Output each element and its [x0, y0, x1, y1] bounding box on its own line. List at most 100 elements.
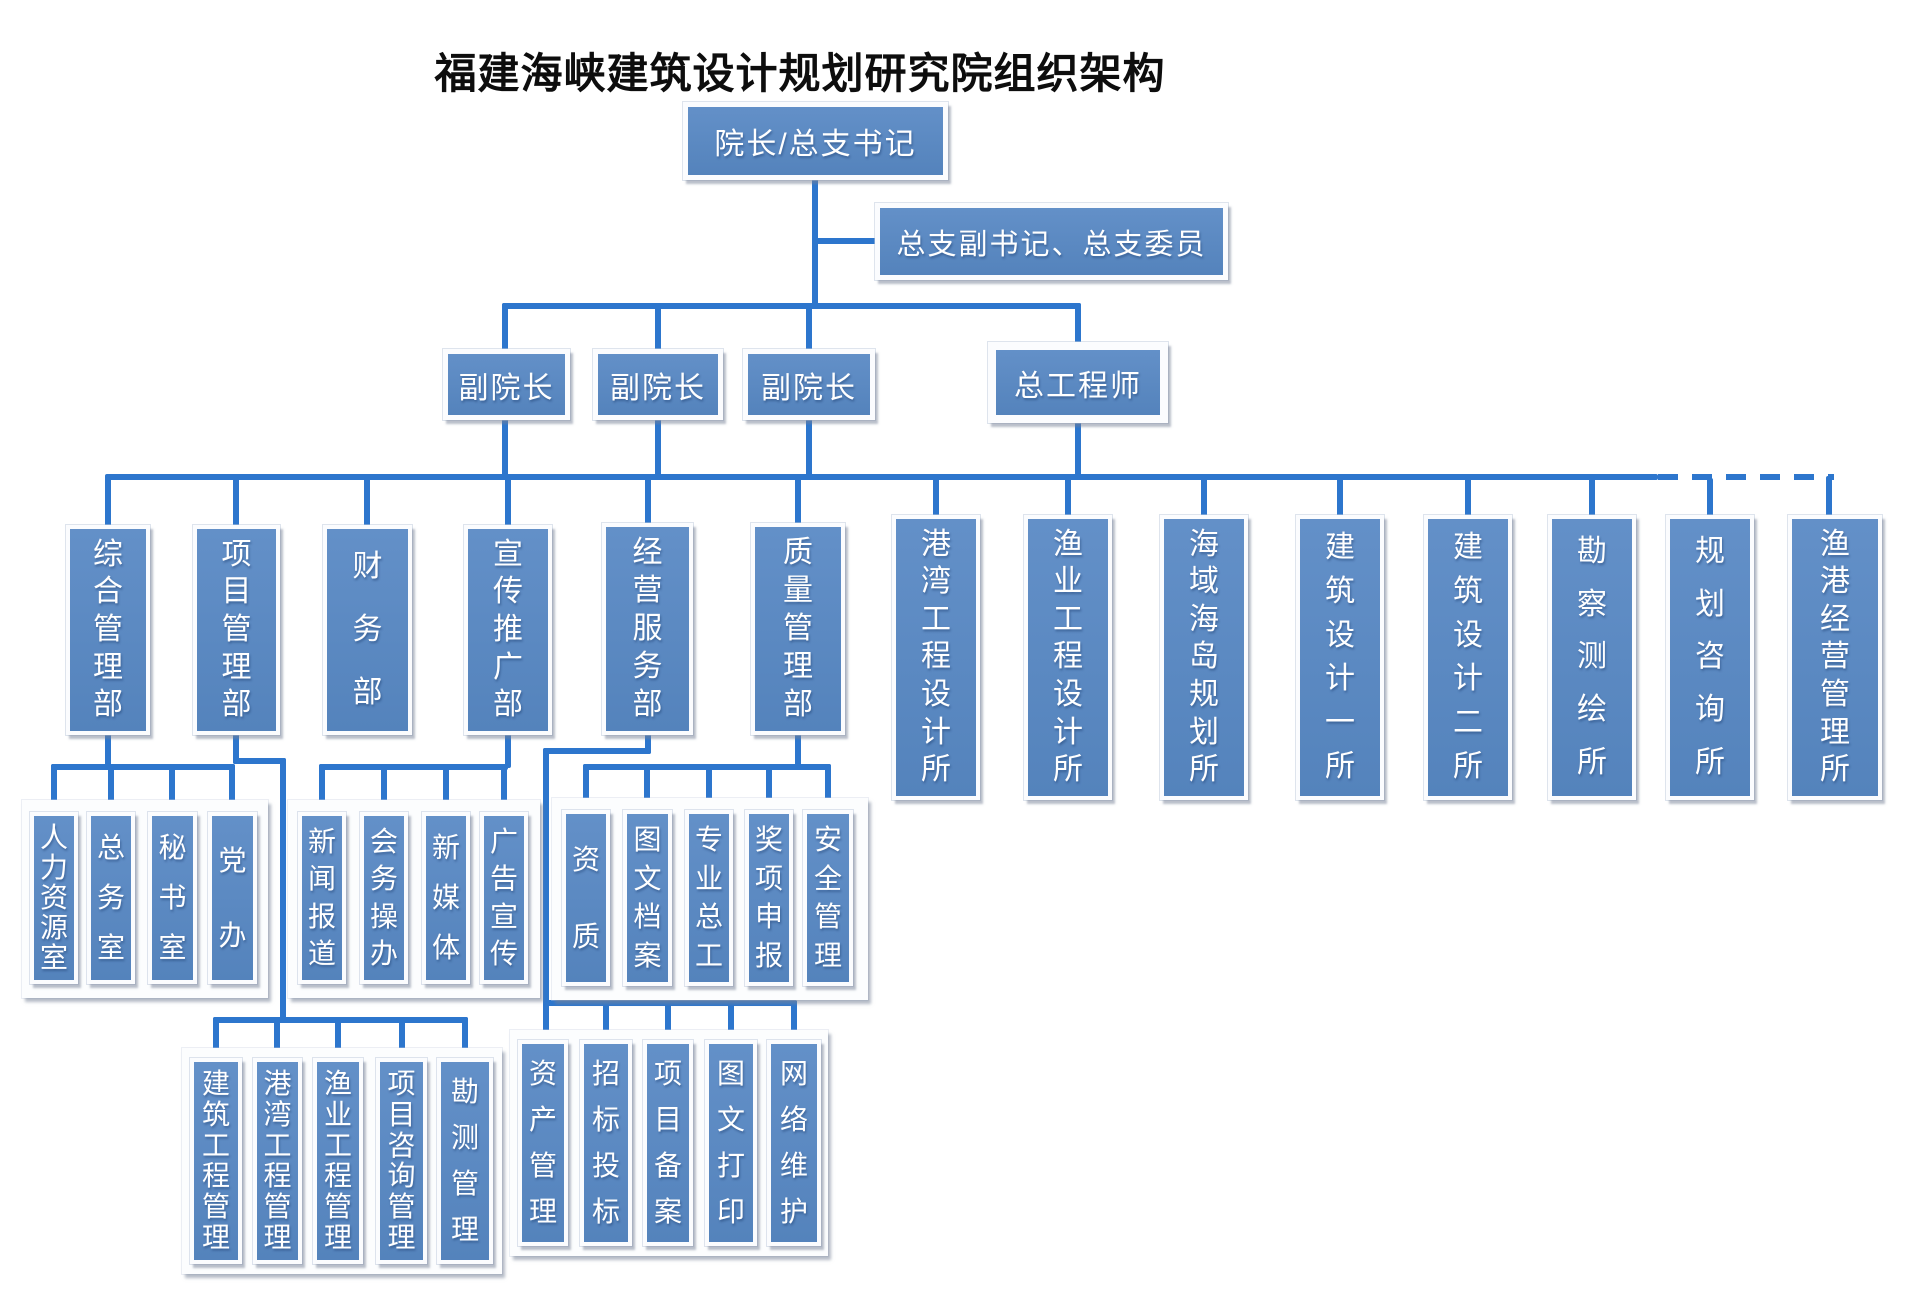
office-safety-management-label: 安全管理: [813, 824, 842, 971]
inst-architectural-design-2-label: 建筑设计二所: [1453, 530, 1483, 784]
inst-harbor-engineering-design-label: 港湾工程设计所: [921, 527, 951, 787]
connector-line: [1075, 421, 1081, 480]
office-new-media-label: 新媒体: [431, 832, 460, 963]
box-party-committee-label: 总支副书记、总支委员: [896, 228, 1207, 261]
connector-line: [233, 758, 286, 764]
office-secretary: 秘书室: [148, 812, 197, 984]
office-party-affairs-label: 党办: [218, 844, 247, 951]
connector-line: [105, 474, 1658, 480]
office-general-affairs-label: 总务室: [96, 832, 125, 963]
office-network-maintenance: 网络维护: [767, 1040, 821, 1246]
connector-line: [1589, 477, 1595, 518]
office-chief-professional-label: 专业总工: [694, 824, 723, 971]
connector-line: [381, 764, 387, 814]
connector-line: [502, 303, 1081, 309]
office-news-report-label: 新闻报道: [307, 825, 336, 970]
dept-finance: 财务部: [323, 525, 412, 735]
connector-dashed-line: [1658, 474, 1834, 480]
box-vice-president-3: 副院长: [743, 349, 875, 420]
connector-line: [462, 1017, 468, 1062]
connector-line: [1707, 478, 1713, 518]
connector-line: [543, 748, 549, 1042]
connector-line: [105, 477, 111, 528]
office-construction-project-management: 建筑工程管理: [190, 1058, 242, 1264]
office-qualification-label: 资质: [571, 843, 600, 952]
box-vice-president-3-label: 副院长: [761, 371, 857, 405]
office-document-archive: 图文档案: [623, 810, 672, 986]
connector-line: [644, 764, 650, 812]
connector-line: [51, 764, 235, 770]
box-director-label: 院长/总支书记: [714, 128, 917, 161]
office-asset-management: 资产管理: [518, 1040, 568, 1246]
connector-line: [603, 1000, 609, 1042]
connector-line: [51, 764, 57, 814]
office-hr-label: 人力资源室: [39, 822, 68, 973]
inst-fishing-port-management-label: 渔港经营管理所: [1820, 527, 1850, 787]
connector-line: [399, 1017, 405, 1062]
office-conference-organization: 会务操办: [360, 812, 408, 984]
office-project-filing-label: 项目备案: [653, 1058, 682, 1227]
inst-fishing-port-management: 渔港经营管理所: [1788, 515, 1882, 800]
inst-harbor-engineering-design: 港湾工程设计所: [892, 515, 980, 800]
inst-architectural-design-2: 建筑设计二所: [1424, 515, 1512, 800]
office-news-report: 新闻报道: [298, 812, 346, 984]
connector-line: [645, 730, 651, 754]
connector-line: [645, 477, 651, 526]
connector-line: [502, 303, 508, 353]
office-advertising-label: 广告宣传: [489, 825, 518, 970]
box-chief-engineer-label: 总工程师: [1014, 369, 1142, 403]
inst-fishery-engineering-design-label: 渔业工程设计所: [1053, 527, 1083, 787]
connector-line: [795, 477, 801, 526]
inst-fishery-engineering-design: 渔业工程设计所: [1024, 515, 1112, 800]
connector-line: [108, 764, 114, 814]
inst-planning-consulting-label: 规划咨询所: [1695, 535, 1725, 779]
office-party-affairs: 党办: [208, 812, 257, 984]
connector-line: [825, 764, 831, 812]
dept-general-management-label: 综合管理部: [93, 537, 123, 722]
inst-planning-consulting: 规划咨询所: [1666, 515, 1754, 800]
box-vice-president-1: 副院长: [443, 349, 570, 420]
office-document-printing: 图文打印: [705, 1040, 757, 1246]
box-chief-engineer: 总工程师: [988, 342, 1168, 423]
connector-line: [213, 1017, 219, 1062]
office-project-consulting-management: 项目咨询管理: [376, 1058, 427, 1264]
dept-operation-service-label: 经营服务部: [632, 536, 663, 721]
connector-line: [766, 764, 772, 812]
office-award-application-label: 奖项申报: [754, 824, 783, 971]
connector-line: [728, 1000, 734, 1042]
inst-survey-mapping: 勘察测绘所: [1548, 515, 1636, 800]
office-hr: 人力资源室: [30, 812, 78, 984]
connector-line: [665, 1000, 671, 1042]
office-project-consulting-management-label: 项目咨询管理: [387, 1068, 416, 1253]
inst-architectural-design-1-label: 建筑设计一所: [1325, 530, 1355, 784]
inst-architectural-design-1: 建筑设计一所: [1296, 515, 1384, 800]
dept-publicity-promotion-label: 宣传推广部: [493, 537, 523, 722]
connector-line: [795, 733, 801, 768]
office-chief-professional: 专业总工: [685, 810, 733, 986]
dept-project-management: 项目管理部: [193, 525, 280, 735]
box-party-committee: 总支副书记、总支委员: [875, 203, 1228, 280]
connector-line: [1065, 477, 1071, 518]
office-qualification: 资质: [562, 810, 610, 986]
page-title: 福建海峡建筑设计规划研究院组织架构: [434, 50, 1166, 98]
connector-line: [319, 764, 325, 814]
dept-operation-service: 经营服务部: [602, 523, 693, 735]
dept-finance-label: 财务部: [352, 550, 383, 709]
connector-line: [1826, 476, 1832, 518]
office-general-affairs: 总务室: [87, 812, 135, 984]
connector-line: [229, 764, 235, 814]
office-advertising: 广告宣传: [480, 812, 528, 984]
connector-line: [364, 477, 370, 528]
connector-line: [169, 764, 175, 814]
connector-line: [1201, 477, 1207, 518]
connector-line: [274, 1017, 280, 1062]
inst-sea-area-island-planning: 海域海岛规划所: [1160, 515, 1248, 800]
connector-line: [501, 764, 507, 814]
connector-line: [655, 418, 661, 480]
connector-line: [105, 733, 111, 768]
inst-sea-area-island-planning-label: 海域海岛规划所: [1189, 527, 1219, 787]
connector-line: [812, 238, 880, 244]
connector-line: [806, 418, 812, 480]
connector-line: [233, 477, 239, 528]
